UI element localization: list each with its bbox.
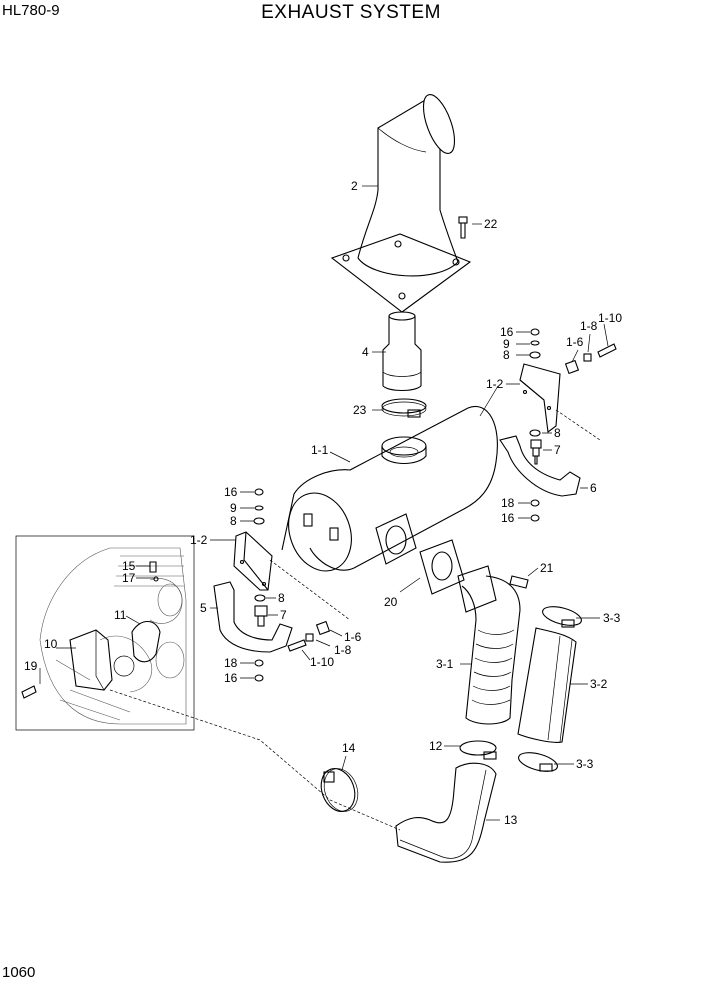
callout-15: 15 xyxy=(122,559,136,573)
callout-16-right-bottom: 16 xyxy=(501,511,515,525)
callout-1-10-right: 1-10 xyxy=(598,311,622,325)
bolt-21 xyxy=(509,575,529,589)
mount-7-left xyxy=(254,605,268,627)
callout-6: 6 xyxy=(590,481,597,495)
callout-1-8-right: 1-8 xyxy=(580,319,598,333)
model-code: HL780-9 xyxy=(2,2,60,19)
callout-7-left: 7 xyxy=(280,608,287,622)
page-title: EXHAUST SYSTEM xyxy=(261,2,441,23)
callout-1-2-right: 1-2 xyxy=(486,377,504,391)
bracket-6 xyxy=(499,435,581,497)
callout-16-left-top: 16 xyxy=(224,485,238,499)
callout-1-2-left: 1-2 xyxy=(190,533,208,547)
callout-16-left-bottom: 16 xyxy=(224,671,238,685)
clamp-3-3-top xyxy=(542,606,582,628)
callout-14: 14 xyxy=(342,741,356,755)
bracket-5 xyxy=(213,581,293,653)
callout-21: 21 xyxy=(540,561,554,575)
heat-shield xyxy=(517,627,577,743)
callout-8-left-mid: 8 xyxy=(278,591,285,605)
callout-3-3-bottom: 3-3 xyxy=(576,757,594,771)
callout-12: 12 xyxy=(429,739,443,753)
callout-23: 23 xyxy=(353,403,367,417)
elbow-pipe xyxy=(395,762,497,863)
callout-8-right-mid: 8 xyxy=(554,426,561,440)
clamp-23 xyxy=(381,398,427,418)
bellows-pipe xyxy=(457,565,521,725)
callout-1-10-left: 1-10 xyxy=(310,655,334,669)
callout-8-right-top: 8 xyxy=(503,348,510,362)
callout-22: 22 xyxy=(484,217,498,231)
clamp-14 xyxy=(320,768,359,812)
clamp-12 xyxy=(459,740,497,760)
callout-18-left: 18 xyxy=(224,656,238,670)
muffler-flange xyxy=(375,513,417,565)
callout-18-right: 18 xyxy=(501,496,515,510)
callout-1-8-left: 1-8 xyxy=(334,643,352,657)
callout-16-right-top: 16 xyxy=(500,325,514,339)
callout-3-1: 3-1 xyxy=(436,657,454,671)
callout-8-left-top: 8 xyxy=(230,514,237,528)
mount-7-right xyxy=(530,439,542,465)
callout-9-right: 9 xyxy=(503,337,510,351)
hardware-right xyxy=(529,328,617,522)
gasket-20 xyxy=(419,539,465,595)
callout-19: 19 xyxy=(24,659,38,673)
exhaust-stack xyxy=(330,94,472,313)
callout-17: 17 xyxy=(122,571,136,585)
callout-7-right: 7 xyxy=(554,443,561,457)
callout-13: 13 xyxy=(504,813,518,827)
callout-10: 10 xyxy=(44,637,58,651)
muffler-body xyxy=(281,405,498,572)
bracket-1-2-left xyxy=(233,531,273,591)
callout-labels: 2 22 4 23 1-1 1-2 16 9 8 1-6 1-8 1-10 8 … xyxy=(24,179,622,827)
bolt-22 xyxy=(458,216,468,239)
callout-11: 11 xyxy=(114,608,127,622)
clamp-3-3-bottom xyxy=(518,752,558,772)
bracket-1-2-right xyxy=(519,363,561,434)
callout-2: 2 xyxy=(351,179,358,193)
callout-3-3-top: 3-3 xyxy=(603,611,621,625)
callout-1-6-right: 1-6 xyxy=(566,335,584,349)
callout-3-2: 3-2 xyxy=(590,677,608,691)
page-number: 1060 xyxy=(2,964,36,981)
engine-inset xyxy=(15,535,195,731)
callout-5: 5 xyxy=(200,601,207,615)
callout-20: 20 xyxy=(384,595,398,609)
callout-4: 4 xyxy=(362,345,369,359)
callout-9-left: 9 xyxy=(230,501,237,515)
callout-1-6-left: 1-6 xyxy=(344,630,362,644)
callout-1-1: 1-1 xyxy=(311,443,329,457)
exhaust-pipe xyxy=(382,311,422,392)
leader-lines xyxy=(39,185,609,831)
